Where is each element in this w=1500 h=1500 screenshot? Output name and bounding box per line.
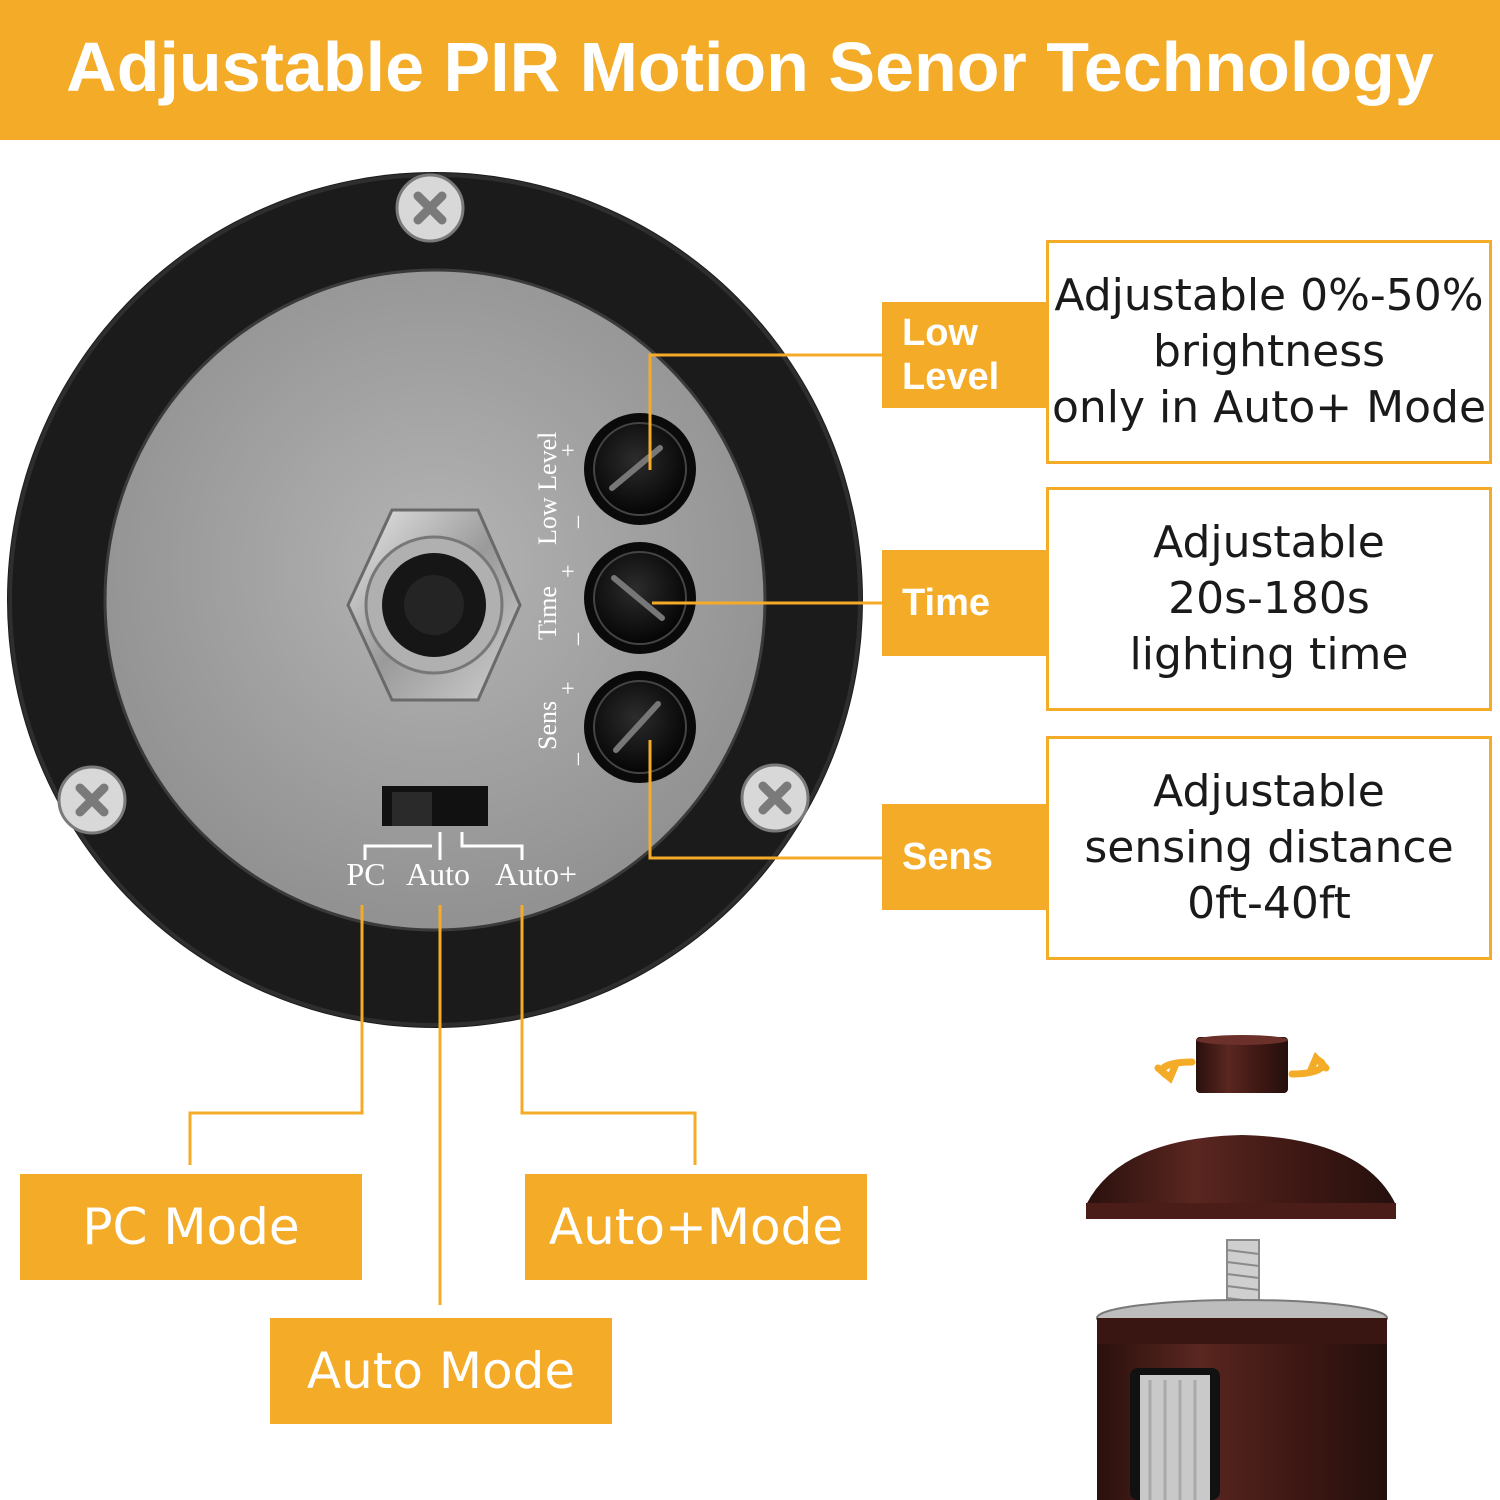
knob-label-time: Time bbox=[533, 586, 562, 640]
knob-minus-sens: _ bbox=[556, 752, 582, 766]
rotate-arrows-icon bbox=[1154, 1051, 1330, 1084]
screw-icon bbox=[57, 765, 127, 835]
knob-plus-time: + bbox=[556, 564, 582, 578]
knob-plus-low-level: + bbox=[556, 443, 582, 457]
desc-low-level: Adjustable 0%-50% brightness only in Aut… bbox=[1046, 240, 1492, 464]
switch-label-pc: PC bbox=[346, 856, 385, 892]
knob-label-sens: Sens bbox=[533, 701, 562, 750]
knob-icon bbox=[584, 542, 696, 654]
sensor-dome bbox=[1086, 1135, 1396, 1219]
mode-switch bbox=[363, 786, 524, 860]
tag-sens-label: Sens bbox=[902, 836, 993, 878]
tag-auto-plus-mode-label: Auto+Mode bbox=[548, 1198, 844, 1256]
switch-label-auto: Auto bbox=[406, 856, 470, 892]
tag-auto-mode: Auto Mode bbox=[270, 1318, 612, 1424]
desc-time-line-2: 20s-180s bbox=[1168, 573, 1370, 624]
screw-icon bbox=[395, 173, 465, 243]
page-title: Adjustable PIR Motion Senor Technology bbox=[66, 28, 1434, 106]
desc-sens-line-1: Adjustable bbox=[1153, 766, 1385, 817]
tag-sens: Sens bbox=[882, 804, 1048, 910]
tag-low-level-line-1: Low bbox=[902, 312, 978, 354]
header-bar: Adjustable PIR Motion Senor Technology bbox=[0, 0, 1500, 140]
sensor-body bbox=[1096, 1299, 1388, 1500]
tag-pc-mode-label: PC Mode bbox=[82, 1198, 300, 1256]
sensor-lens bbox=[346, 508, 522, 702]
knob-icon bbox=[584, 413, 696, 525]
tag-low-level-line-2: Level bbox=[902, 356, 1000, 398]
tag-time-label: Time bbox=[902, 582, 991, 624]
desc-time: Adjustable 20s-180s lighting time bbox=[1046, 487, 1492, 711]
tag-auto-mode-label: Auto Mode bbox=[306, 1342, 576, 1400]
desc-low-level-line-2: brightness bbox=[1152, 326, 1386, 377]
tag-time: Time bbox=[882, 550, 1048, 656]
desc-low-level-line-3: only in Auto+ Mode bbox=[1051, 382, 1487, 433]
desc-time-line-1: Adjustable bbox=[1153, 517, 1385, 568]
knob-minus-time: _ bbox=[556, 632, 582, 646]
desc-sens-line-2: sensing distance bbox=[1084, 822, 1454, 873]
desc-time-line-3: lighting time bbox=[1129, 629, 1409, 680]
knob-label-low-level: Low Level bbox=[533, 432, 562, 545]
screw-icon bbox=[740, 763, 810, 833]
sensor-cap bbox=[1196, 1035, 1288, 1093]
tag-low-level: Low Level bbox=[882, 302, 1048, 408]
tag-pc-mode: PC Mode bbox=[20, 1174, 362, 1280]
desc-sens: Adjustable sensing distance 0ft-40ft bbox=[1046, 736, 1492, 960]
desc-low-level-line-1: Adjustable 0%-50% bbox=[1054, 270, 1484, 321]
desc-sens-line-3: 0ft-40ft bbox=[1187, 878, 1351, 929]
switch-label-auto-plus: Auto+ bbox=[495, 856, 577, 892]
knob-plus-sens: + bbox=[556, 681, 582, 695]
leader-lines bbox=[188, 353, 882, 1305]
knob-icon bbox=[584, 671, 696, 783]
knob-minus-low-level: _ bbox=[556, 515, 582, 529]
tag-auto-plus-mode: Auto+Mode bbox=[525, 1174, 867, 1280]
